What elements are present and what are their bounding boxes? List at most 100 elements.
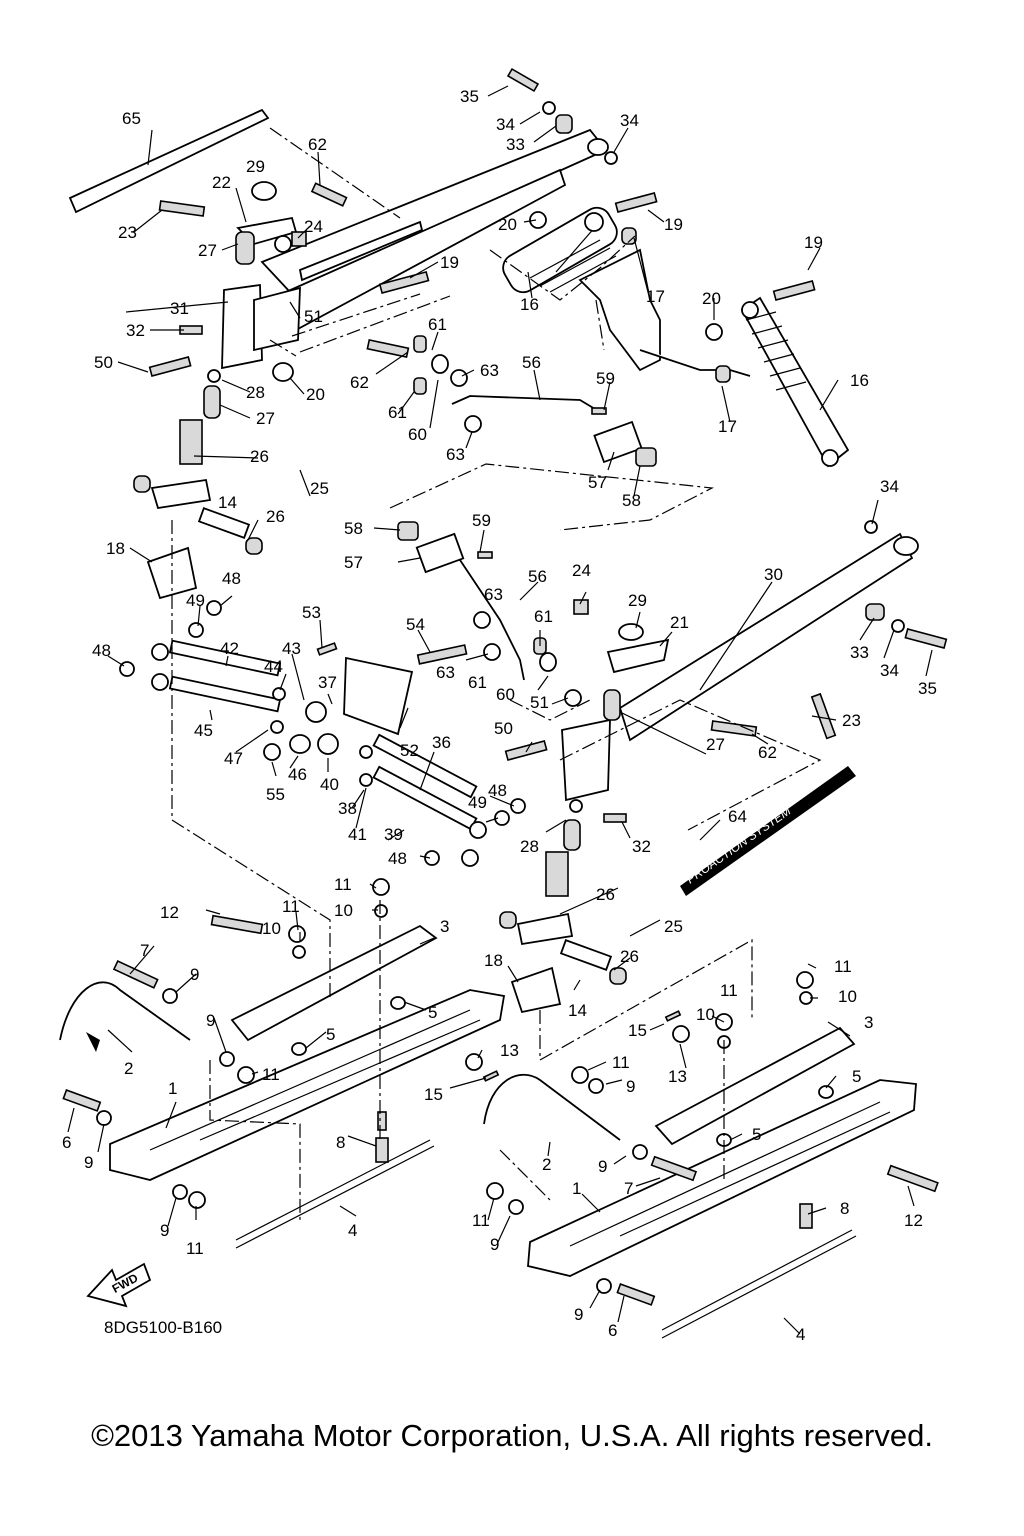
callout-20: 20 bbox=[498, 215, 517, 234]
runner-4a bbox=[235, 1139, 431, 1241]
callout-25: 25 bbox=[664, 917, 683, 936]
washer-9f bbox=[632, 1144, 648, 1160]
shock-absorber-16a bbox=[502, 206, 618, 294]
washer-34d bbox=[891, 619, 905, 633]
bushing-33b bbox=[865, 603, 885, 621]
bolt-12b bbox=[886, 1164, 939, 1193]
callout-8: 8 bbox=[840, 1199, 849, 1218]
cap-48a bbox=[119, 661, 135, 677]
callout-7: 7 bbox=[140, 941, 149, 960]
callout-6: 6 bbox=[62, 1133, 71, 1152]
nut-63c bbox=[473, 611, 491, 629]
callout-14: 14 bbox=[568, 1001, 587, 1020]
fwd-arrow-icon: FWD bbox=[86, 1262, 152, 1308]
bushing-27b bbox=[203, 385, 221, 419]
nut-51b bbox=[564, 689, 582, 707]
callout-5: 5 bbox=[428, 1003, 437, 1022]
cap-48d bbox=[424, 850, 440, 866]
bushing-58a bbox=[635, 447, 657, 467]
bushing-33a bbox=[555, 114, 573, 134]
callout-27: 27 bbox=[706, 735, 725, 754]
bolt-12a bbox=[210, 914, 264, 935]
bolt-8a bbox=[375, 1137, 389, 1163]
callout-9: 9 bbox=[160, 1221, 169, 1240]
nut-11d bbox=[188, 1191, 206, 1209]
callout-24: 24 bbox=[304, 217, 323, 236]
callout-47: 47 bbox=[224, 749, 243, 768]
callout-13: 13 bbox=[500, 1041, 519, 1060]
callout-51: 51 bbox=[304, 307, 323, 326]
nut-top bbox=[274, 235, 292, 253]
washer-34c bbox=[864, 520, 878, 534]
callout-55: 55 bbox=[266, 785, 285, 804]
bolt-35b bbox=[904, 627, 948, 649]
callout-19: 19 bbox=[440, 253, 459, 272]
stabilizer-bar-56b bbox=[459, 559, 525, 681]
washer-9b bbox=[219, 1051, 235, 1067]
nut-20c bbox=[705, 323, 723, 341]
callout-35: 35 bbox=[918, 679, 937, 698]
bolt-6a bbox=[62, 1089, 102, 1112]
callout-42: 42 bbox=[220, 639, 239, 658]
callout-17: 17 bbox=[646, 287, 665, 306]
callout-9: 9 bbox=[206, 1011, 215, 1030]
callout-3: 3 bbox=[440, 917, 449, 936]
nut-47 bbox=[270, 720, 284, 734]
nut-41 bbox=[359, 773, 373, 787]
callout-12: 12 bbox=[160, 903, 179, 922]
callout-57: 57 bbox=[588, 473, 607, 492]
callout-34: 34 bbox=[496, 115, 515, 134]
ski-handle-2b bbox=[483, 1073, 621, 1141]
rod-end-left-b bbox=[151, 673, 169, 691]
screw-5a bbox=[390, 996, 406, 1010]
callout-11: 11 bbox=[612, 1053, 630, 1072]
callout-11: 11 bbox=[720, 981, 738, 1000]
callout-1: 1 bbox=[572, 1179, 581, 1198]
bracket-57a bbox=[593, 420, 643, 464]
callout-labels: 65 62 35 34 34 33 29 22 23 24 27 31 32 5… bbox=[62, 87, 937, 1344]
callout-61: 61 bbox=[428, 315, 447, 334]
callout-27: 27 bbox=[256, 409, 275, 428]
bushing-27d bbox=[563, 819, 581, 851]
callout-39: 39 bbox=[384, 825, 403, 844]
runner-4a-edge bbox=[235, 1145, 435, 1249]
steering-column-b bbox=[561, 718, 611, 802]
washer-9e bbox=[588, 1078, 604, 1094]
bolt-7a bbox=[112, 960, 159, 989]
callout-41: 41 bbox=[348, 825, 367, 844]
washer-9d bbox=[172, 1184, 188, 1200]
ski-handle-2a bbox=[59, 981, 191, 1041]
ski-bracket-3b bbox=[654, 1026, 856, 1146]
callout-56: 56 bbox=[528, 567, 547, 586]
callout-11: 11 bbox=[186, 1239, 204, 1258]
grease-nipple-32b bbox=[603, 813, 627, 823]
callout-18: 18 bbox=[484, 951, 503, 970]
bolt-50b bbox=[504, 739, 548, 761]
spindle-shaft bbox=[179, 419, 203, 465]
washer-28a bbox=[207, 369, 221, 383]
callout-46: 46 bbox=[288, 765, 307, 784]
callout-63: 63 bbox=[446, 445, 465, 464]
bolt-62c bbox=[710, 720, 758, 737]
arm-pivot-30 bbox=[893, 536, 919, 556]
callout-19: 19 bbox=[804, 233, 823, 252]
right-ski-assembly bbox=[483, 971, 939, 1339]
callout-7: 7 bbox=[624, 1179, 633, 1198]
callout-21: 21 bbox=[670, 613, 689, 632]
callout-9: 9 bbox=[574, 1305, 583, 1324]
boot-49b bbox=[494, 810, 510, 826]
tie-rod-45 bbox=[168, 675, 282, 713]
screw-5b bbox=[291, 1042, 307, 1056]
callout-11: 11 bbox=[334, 875, 352, 894]
callout-57: 57 bbox=[344, 553, 363, 572]
bushing-26d bbox=[609, 967, 627, 985]
callout-9: 9 bbox=[84, 1153, 93, 1172]
callout-59: 59 bbox=[596, 369, 615, 388]
washer-10a bbox=[374, 904, 388, 918]
callout-5: 5 bbox=[326, 1025, 335, 1044]
idler-arm bbox=[578, 248, 661, 372]
callout-30: 30 bbox=[764, 565, 783, 584]
collar-14a bbox=[197, 507, 251, 539]
callout-26: 26 bbox=[266, 507, 285, 526]
